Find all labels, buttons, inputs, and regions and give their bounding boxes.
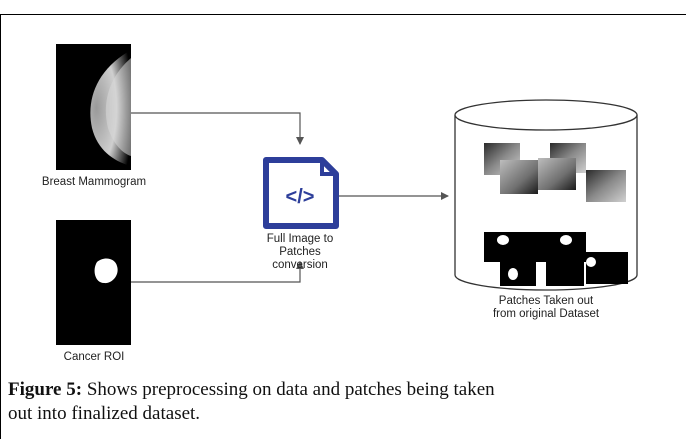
converter-label-line2: Patches <box>279 246 321 258</box>
arrow-mammogram-to-converter <box>131 112 304 145</box>
caption-text: Shows preprocessing on data and patches … <box>82 379 495 400</box>
mammogram-label: Breast Mammogram <box>41 176 147 188</box>
converter-label-line3: conversion <box>272 259 328 271</box>
code-glyph: </> <box>286 186 315 208</box>
dataset-label-line2: from original Dataset <box>492 308 600 320</box>
caption-line1: Figure 5: Shows preprocessing on data an… <box>8 378 687 402</box>
dataset-label-line1: Patches Taken out <box>498 295 594 307</box>
figure-caption: Figure 5: Shows preprocessing on data an… <box>8 378 687 426</box>
converter-label-line1: Full Image to <box>266 233 334 245</box>
connector-lines <box>131 112 449 283</box>
caption-label: Figure 5: <box>8 379 83 400</box>
dataset-label: Patches Taken out from original Dataset <box>466 295 626 321</box>
roi-mask-patches <box>484 232 628 286</box>
converter-label: Full Image to Patches conversion <box>245 233 355 272</box>
arrow-roi-to-converter <box>131 261 304 283</box>
cancer-roi-image <box>56 220 131 345</box>
mammogram-patches <box>484 143 626 202</box>
figure-frame <box>0 14 686 439</box>
mammogram-image <box>56 44 131 170</box>
caption-line2: out into finalized dataset. <box>8 403 201 424</box>
roi-label: Cancer ROI <box>63 351 125 363</box>
code-file-icon: </> <box>263 157 339 229</box>
